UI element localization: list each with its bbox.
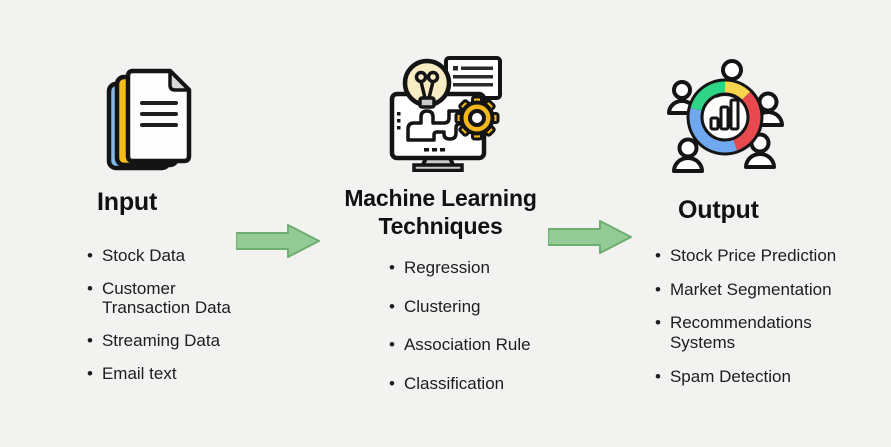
bullet-glyph: • [87,331,93,351]
list-item-label: Email text [101,363,177,383]
arrow-right-icon [547,220,632,259]
list-item-label: Classification [403,374,505,394]
list-item-label: Recommendations Systems [669,313,812,353]
list-item-label: Customer Transaction Data [101,278,231,318]
input-title: Input [97,188,158,216]
list-item-label: Market Segmentation [669,279,832,299]
ml-list: • Regression • Clustering • Association Rul… [389,258,531,413]
list-item-label: Stock Price Prediction [669,246,837,265]
bullet-glyph: • [87,246,93,265]
input-list: • Stock Data • Customer Transaction Data •… [87,246,240,397]
arrow-right-icon [235,224,320,263]
bullet-glyph: • [389,374,395,394]
list-item-label: Streaming Data [101,331,221,351]
bullet-glyph: • [87,278,93,298]
ml-title: Machine Learning Techniques [344,185,537,240]
machine-learning-computer-icon [388,56,503,177]
output-title: Output [678,196,759,224]
list-item: • Recommendations Systems [655,313,844,352]
bullet-glyph: • [655,313,661,333]
list-item: • Email text [87,364,240,384]
list-item: • Classification [389,374,531,394]
list-item: • Regression [389,258,531,278]
bullet-glyph: • [655,246,661,265]
list-item: • Spam Detection [655,367,844,387]
list-item: • Stock Data [87,246,240,266]
list-item-label: Association Rule [403,335,531,355]
bullet-glyph: • [655,279,661,299]
bullet-glyph: • [87,363,93,383]
bullet-glyph: • [389,296,395,316]
bullet-glyph: • [655,366,661,386]
list-item: • Stock Price Prediction [655,246,844,266]
audience-analytics-donut-icon [663,55,788,182]
bullet-glyph: • [389,258,395,277]
output-list: • Stock Price Prediction • Market Segmenta… [655,246,844,401]
list-item-label: Regression [403,258,490,277]
list-item: • Market Segmentation [655,280,844,300]
list-item: • Association Rule [389,335,531,355]
list-item: • Clustering [389,297,531,317]
list-item: • Streaming Data [87,331,240,351]
list-item-label: Spam Detection [669,366,791,386]
document-stack-icon [103,68,203,178]
list-item-label: Stock Data [101,246,186,265]
list-item-label: Clustering [403,296,481,316]
list-item: • Customer Transaction Data [87,279,240,318]
bullet-glyph: • [389,335,395,355]
